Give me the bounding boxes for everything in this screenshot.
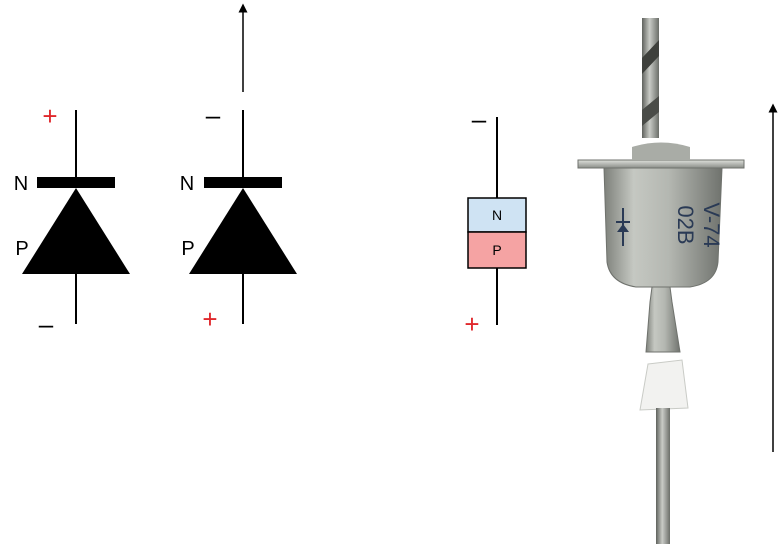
flange-top xyxy=(632,142,690,160)
marking-line-1: V-74 xyxy=(699,202,724,247)
pn-block: N P – + xyxy=(464,104,527,339)
bottom-sign: + xyxy=(202,304,217,334)
anode-triangle xyxy=(22,188,130,274)
neck xyxy=(645,286,681,353)
diode-mark-icon xyxy=(616,208,630,246)
bottom-wire xyxy=(656,408,670,544)
insulator-sleeve xyxy=(639,359,689,411)
n-label: N xyxy=(14,173,28,195)
bottom-sign: – xyxy=(39,309,54,339)
top-sign: + xyxy=(42,101,57,131)
cathode-bar xyxy=(204,177,282,188)
can-body xyxy=(603,167,723,288)
can-markings: V-74 02B xyxy=(673,202,724,247)
metal-can-diode-photo: V-74 02B xyxy=(577,18,745,544)
flange xyxy=(577,159,745,169)
p-label: P xyxy=(492,242,501,258)
p-label: P xyxy=(181,238,194,260)
top-sign: – xyxy=(206,100,221,130)
marking-line-2: 02B xyxy=(673,205,698,244)
top-wire-dark-band-2 xyxy=(642,96,659,126)
cathode-bar xyxy=(37,177,115,188)
p-label: P xyxy=(15,238,28,260)
anode-triangle xyxy=(189,188,297,274)
diode-symbol-forward: + – N P xyxy=(14,101,130,339)
n-label: N xyxy=(180,173,194,195)
top-wire-dark-band xyxy=(642,40,659,74)
bottom-sign: + xyxy=(464,309,479,339)
diode-symbol-reverse: – + N P xyxy=(180,3,297,334)
top-sign: – xyxy=(472,104,487,134)
p-region xyxy=(467,231,527,269)
n-label: N xyxy=(492,207,502,223)
